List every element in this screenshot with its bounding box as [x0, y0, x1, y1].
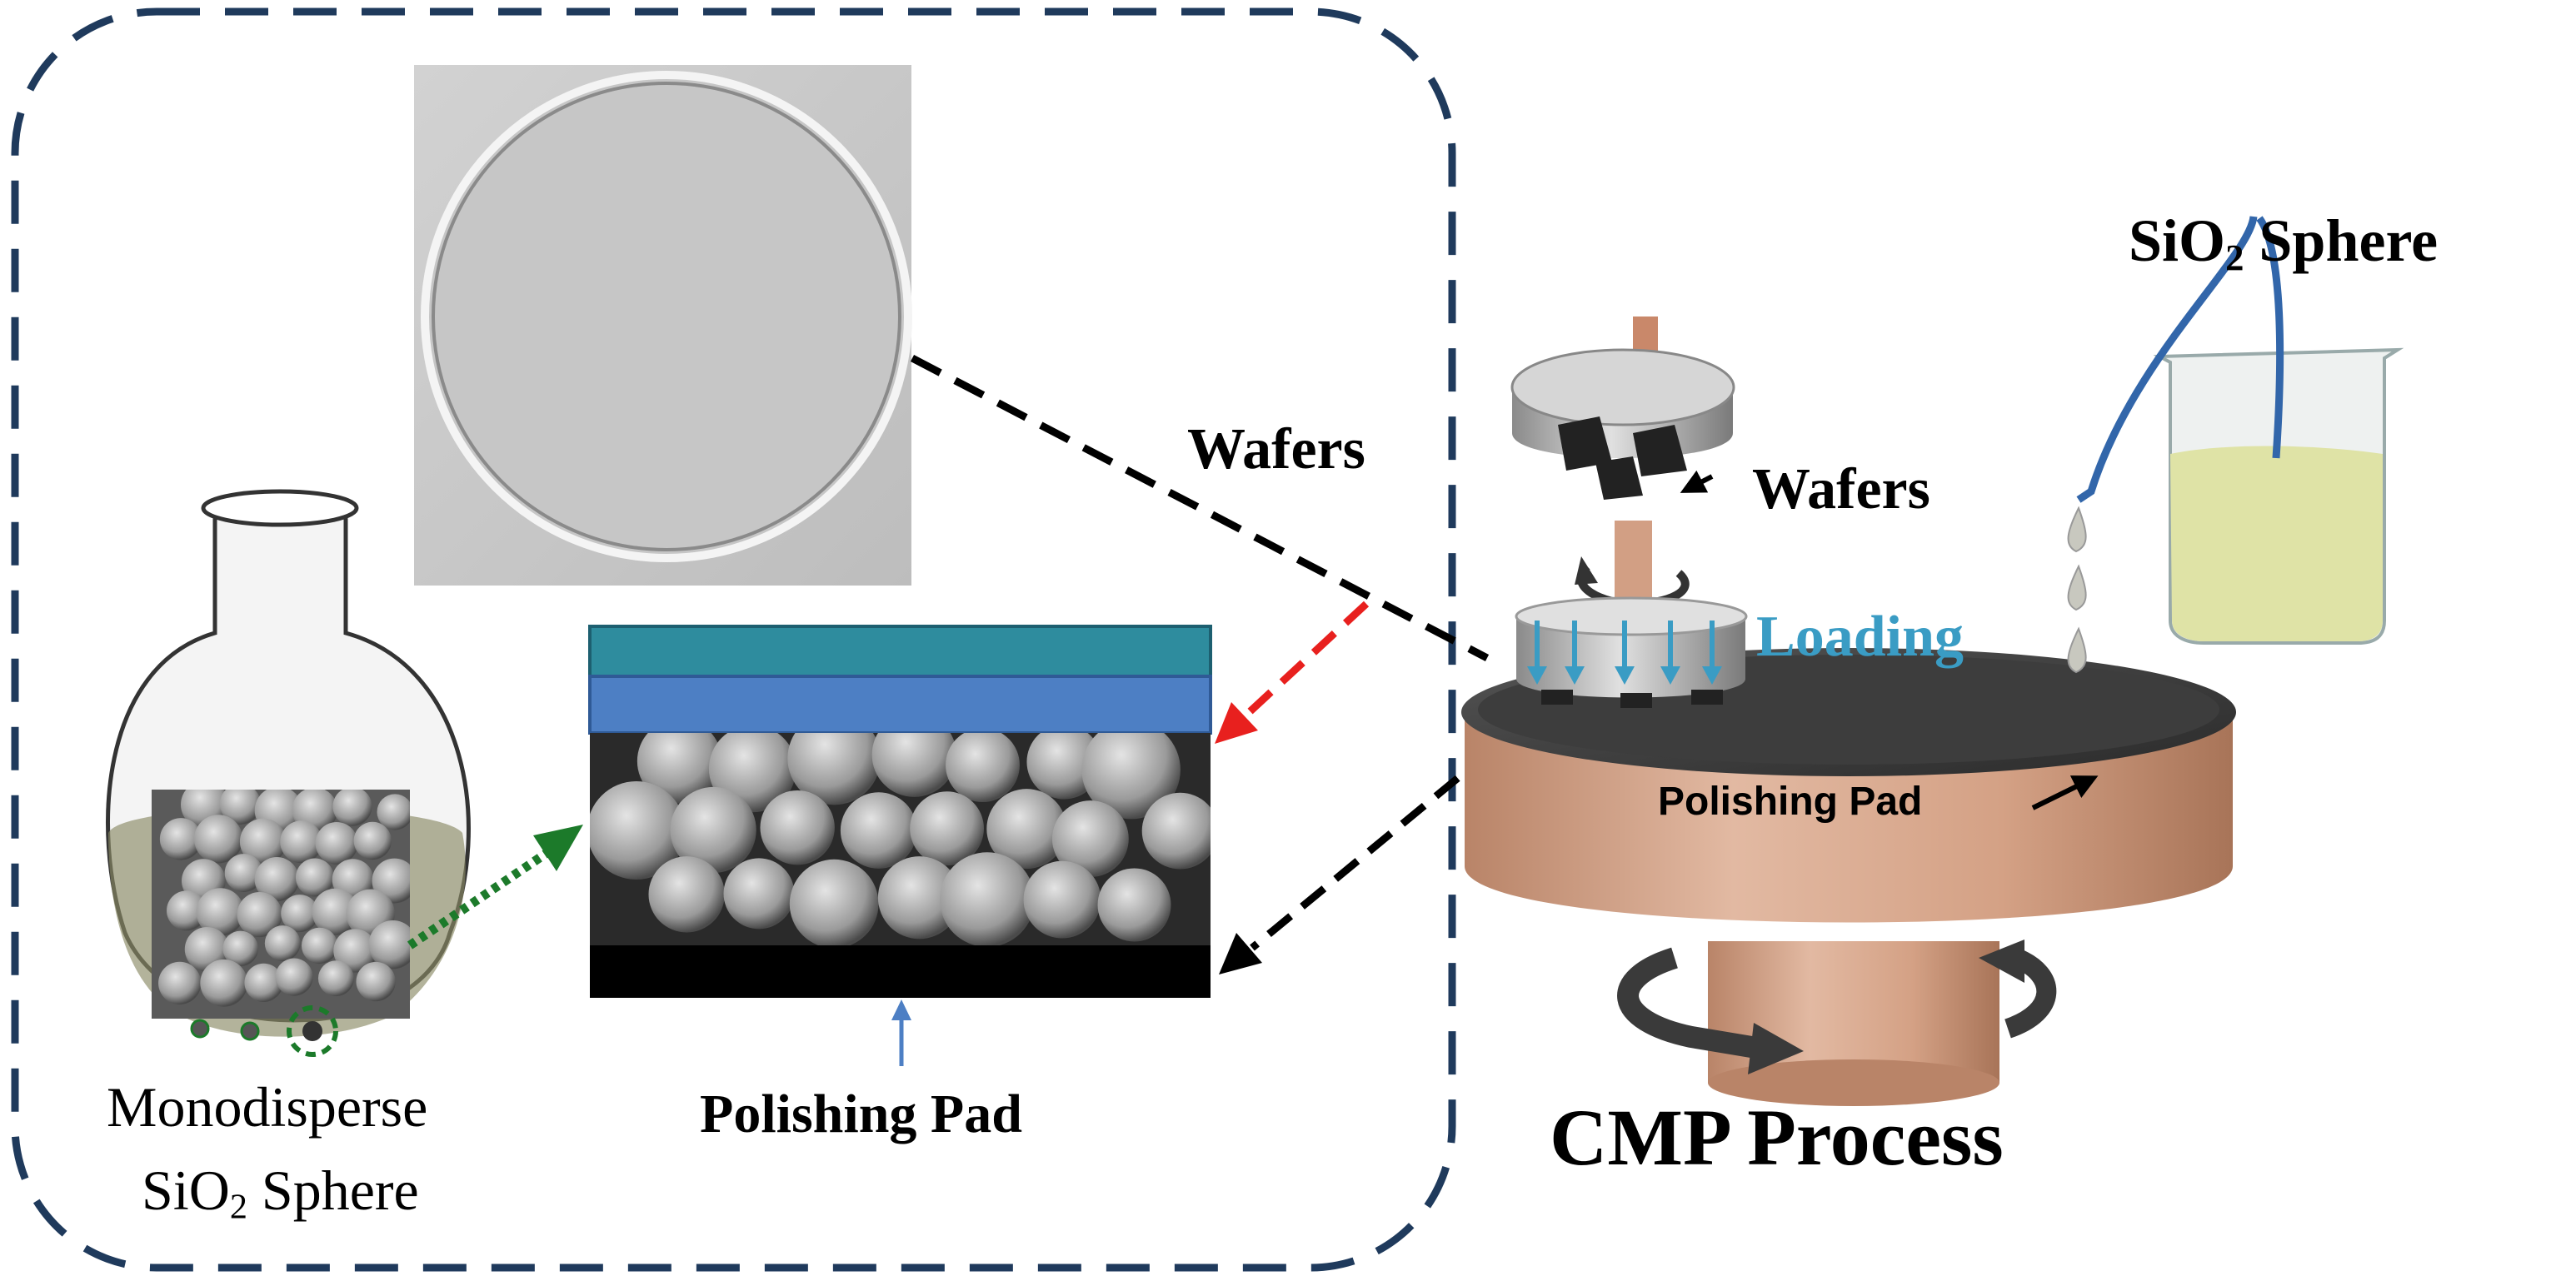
- sem-sphere: [946, 733, 1020, 803]
- polishing-pad-inset-label: Polishing Pad: [700, 1084, 1022, 1144]
- sem-sphere: [590, 781, 686, 880]
- flask-sphere: [312, 888, 359, 935]
- monodisperse-label: Monodisperse: [107, 1075, 428, 1139]
- flask-sphere: [356, 961, 396, 1002]
- flask-icon: [106, 489, 471, 1057]
- sem-sphere: [789, 859, 879, 945]
- sem-sphere: [986, 789, 1067, 870]
- loading-arrow-head: [1660, 666, 1680, 685]
- wafer-carrier-icon: [1510, 317, 1735, 500]
- flask-sphere: [280, 820, 323, 864]
- flask-sphere: [158, 961, 202, 1004]
- flask-sphere: [167, 890, 207, 931]
- loading-arrow-head: [1565, 666, 1585, 685]
- flask-sphere: [281, 895, 319, 933]
- lower-carrier: [1515, 596, 1748, 708]
- flask-sphere: [224, 854, 263, 893]
- pad-cross-section: [588, 625, 1212, 998]
- flask-sphere: [239, 818, 287, 865]
- sem-sphere: [877, 856, 961, 940]
- pad-pointer-arrow: [891, 999, 911, 1066]
- sem-sphere: [840, 792, 917, 869]
- sem-sphere: [1023, 860, 1101, 939]
- sem-sphere: [723, 858, 795, 930]
- wafer-photo: [414, 65, 912, 586]
- sem-sphere: [940, 852, 1035, 945]
- flask-sphere: [301, 927, 338, 964]
- flask-sphere: [196, 888, 245, 936]
- wafer-connector-line: [910, 355, 1490, 661]
- wafers-machine-label: Wafers: [1752, 457, 1930, 521]
- cmp-process-title: CMP Process: [1550, 1093, 2004, 1182]
- green-arrow: [407, 825, 583, 950]
- pad-label-arrow: [2031, 775, 2099, 810]
- sem-sphere: [1051, 800, 1129, 878]
- sem-sphere: [1081, 733, 1181, 820]
- red-arrow: [1215, 601, 1370, 744]
- wafers-inset-label: Wafers: [1187, 417, 1365, 481]
- flask-sphere: [377, 794, 410, 830]
- sem-sphere: [871, 733, 956, 797]
- flask-sio2-label: SiO2 Sphere: [142, 1159, 419, 1227]
- sem-sphere: [1097, 868, 1171, 942]
- flask-sphere: [254, 857, 299, 902]
- flask-sphere: [315, 821, 358, 865]
- flask-sphere: [332, 790, 372, 826]
- flask-sphere: [368, 920, 410, 969]
- flask-sphere: [353, 821, 392, 860]
- flask-sphere: [219, 790, 261, 825]
- flask-sphere: [222, 930, 258, 967]
- flask-sphere: [275, 958, 313, 996]
- flask-sphere: [159, 818, 202, 860]
- sem-sphere: [648, 856, 725, 933]
- loading-arrow-head: [1702, 666, 1722, 685]
- flask-sphere: [237, 892, 282, 938]
- sem-sphere: [1026, 733, 1102, 800]
- beaker-sio2-label: SiO2 Sphere: [2129, 207, 2439, 279]
- flask-sphere: [200, 959, 248, 1007]
- loading-arrow-head: [1527, 666, 1547, 685]
- flask-sphere: [264, 925, 301, 961]
- flask-sphere: [317, 960, 354, 997]
- polishing-platen-icon: [1461, 648, 2236, 1106]
- sem-sphere: [1141, 792, 1211, 870]
- rotation-arrow-icon: [1617, 940, 2057, 1074]
- sem-sphere: [670, 786, 756, 874]
- loading-arrow-head: [1615, 666, 1635, 685]
- loading-label: Loading: [1756, 605, 1964, 669]
- flask-sphere: [295, 858, 334, 897]
- flask-sphere: [333, 929, 377, 973]
- sem-sphere: [760, 790, 835, 865]
- sem-sphere: [910, 791, 984, 866]
- sem-sphere: [637, 733, 722, 804]
- flask-sphere: [244, 963, 283, 1002]
- beaker-icon: [2067, 216, 2404, 674]
- sem-sphere: [787, 733, 881, 805]
- flask-sphere: [194, 815, 243, 864]
- polishing-pad-machine-label: Polishing Pad: [1658, 780, 1923, 824]
